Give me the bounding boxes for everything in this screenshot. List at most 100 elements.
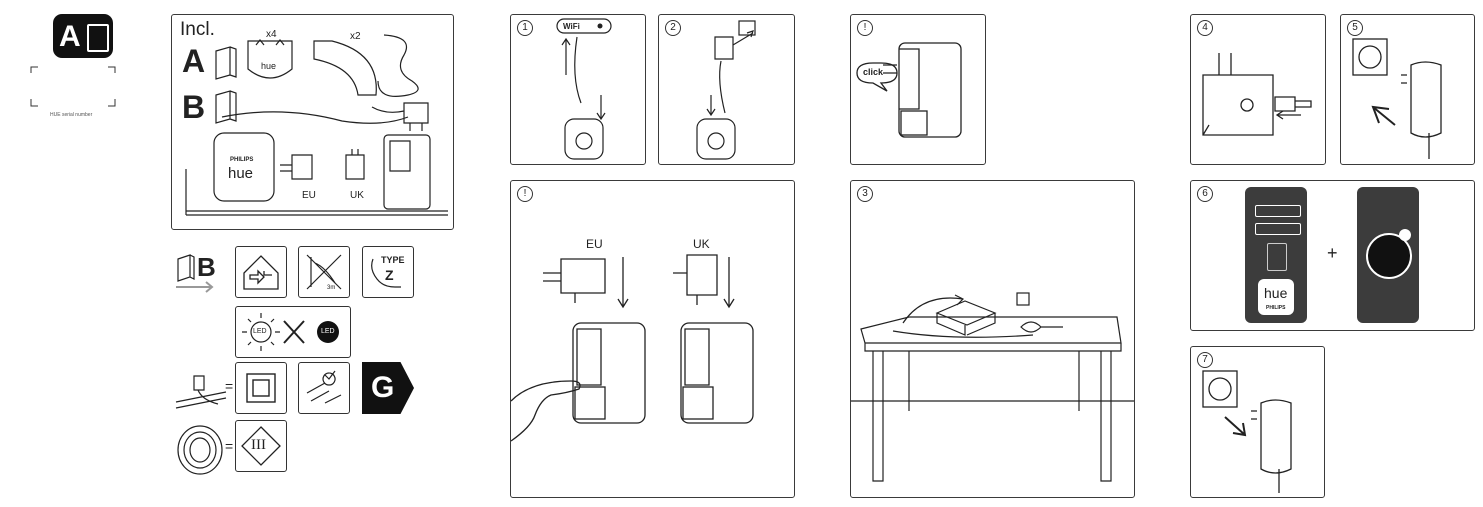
a-badge-logo: A xyxy=(53,14,113,58)
led-label-outline: LED xyxy=(253,328,267,335)
eu-plug-icon xyxy=(543,258,606,303)
step-5-number: 5 xyxy=(1347,20,1363,36)
hand-finger-icon xyxy=(511,380,581,442)
warning-plug-panel: ! EU UK xyxy=(510,180,795,498)
step-3-number: 3 xyxy=(857,186,873,202)
included-items-drawing xyxy=(185,34,448,216)
bridge-clip-label: hue xyxy=(261,61,277,71)
class-three-icon: III xyxy=(235,420,287,472)
hue-app-label: hue xyxy=(1264,285,1288,301)
hue-app-icon[interactable]: hue PHILIPS xyxy=(1258,279,1294,315)
strip-quantity: x2 xyxy=(350,31,361,42)
step-7-number: 7 xyxy=(1197,352,1213,368)
indoor-use-icon xyxy=(235,246,287,298)
class-two-icon xyxy=(235,362,287,414)
step-7-panel: 7 xyxy=(1190,346,1325,498)
energy-class-letter: G xyxy=(371,371,395,404)
symbols-letter-b: B xyxy=(197,252,216,282)
plus-sign: + xyxy=(1327,243,1338,263)
bridge-device-icon xyxy=(213,132,275,202)
cable-coil-icon xyxy=(1020,321,1063,333)
bridge-brand-small: PHILIPS xyxy=(230,157,254,163)
step-1-drawing xyxy=(556,18,612,160)
step-2-number: 2 xyxy=(665,20,681,36)
serial-caption: HUE serial number xyxy=(50,112,93,118)
plug-eu-label: EU xyxy=(302,190,316,201)
router-icon xyxy=(556,18,612,34)
step-4-drawing xyxy=(1202,53,1312,136)
download-arrow-icon xyxy=(1267,243,1287,271)
power-supply-icon xyxy=(1251,399,1292,493)
wall-socket-icon xyxy=(738,20,756,36)
led-replace-icon: LED LED xyxy=(235,306,351,358)
strip-cut-ok-icon xyxy=(298,362,350,414)
type-z-line2: Z xyxy=(385,267,394,283)
manual-b-arrow-icon xyxy=(176,254,214,293)
warning-click-panel: ! click xyxy=(850,14,986,165)
step-7-drawing xyxy=(1202,370,1292,493)
incl-title: Incl. xyxy=(180,19,215,40)
power-adapter-small-icon xyxy=(371,102,429,131)
step-5-drawing xyxy=(1352,38,1442,159)
hue-app-brand: PHILIPS xyxy=(1266,305,1286,311)
wall-socket-icon xyxy=(1352,38,1388,76)
table-icon xyxy=(860,316,1122,482)
bridge-icon xyxy=(564,118,604,160)
adapter-icon xyxy=(714,30,754,60)
equals-sign-1: = xyxy=(225,378,234,394)
phone-app-store: hue PHILIPS xyxy=(1245,187,1307,323)
click-bubble-icon xyxy=(856,62,898,92)
power-supply-icon xyxy=(383,134,431,210)
included-contents-panel: Incl. A B x4 x2 hue PHILIPS hue EU UK xyxy=(171,14,454,230)
type-z-line1: TYPE xyxy=(381,255,405,265)
strip-roll-icon xyxy=(177,425,223,475)
app-store-button[interactable] xyxy=(1255,205,1301,217)
type-z-cable-icon: TYPE Z xyxy=(362,246,414,298)
energy-class-label: G xyxy=(362,362,414,414)
warning-plug-number: ! xyxy=(517,186,533,202)
eu-adapter-body-icon xyxy=(572,322,646,424)
adapter-body-icon xyxy=(898,42,962,138)
wall-socket-icon xyxy=(1016,292,1030,306)
step-3-panel: 3 xyxy=(850,180,1135,498)
warning-click-drawing xyxy=(856,42,962,138)
phone-add-device xyxy=(1357,187,1419,323)
wall-plug-icon xyxy=(175,375,227,409)
step-1-number: 1 xyxy=(517,20,533,36)
step-3-drawing xyxy=(851,292,1134,482)
bridge-brand-large: hue xyxy=(228,165,254,182)
serial-frame xyxy=(30,66,116,107)
wall-socket-icon xyxy=(1202,370,1238,408)
power-supply-icon xyxy=(1401,61,1442,159)
step-2-panel: 2 xyxy=(658,14,795,165)
led-label-filled: LED xyxy=(321,328,335,335)
bridge-icon xyxy=(696,118,736,160)
equals-sign-2: = xyxy=(225,438,234,454)
plug-uk-label: UK xyxy=(350,190,364,201)
incl-letter-a: A xyxy=(182,43,206,79)
click-label: click xyxy=(863,67,884,77)
adapter-body-icon xyxy=(1202,74,1274,136)
warning-click-number: ! xyxy=(857,20,873,36)
connector-clip-icon xyxy=(247,40,293,79)
manual-b-icon xyxy=(215,90,237,124)
plus-badge-icon xyxy=(1399,229,1411,241)
step-4-number: 4 xyxy=(1197,20,1213,36)
ethernet-cable-icon xyxy=(574,36,582,104)
play-store-button[interactable] xyxy=(1255,223,1301,235)
step-5-panel: 5 xyxy=(1340,14,1475,165)
step-4-panel: 4 xyxy=(1190,14,1326,165)
uk-plug-adapter-icon xyxy=(345,149,365,180)
no-bathroom-icon: 3m xyxy=(298,246,350,298)
uk-adapter-body-icon xyxy=(680,322,754,424)
distance-label: 3m xyxy=(327,285,336,291)
step-1-panel: 1 WiFi xyxy=(510,14,646,165)
manual-a-icon xyxy=(215,46,237,80)
warning-plug-drawing xyxy=(511,254,754,442)
incl-letter-b: B xyxy=(182,89,206,125)
uk-label: UK xyxy=(693,237,710,251)
manual-icon xyxy=(87,24,109,52)
lightstrip-bar-icon xyxy=(185,169,448,216)
step-6-panel: 6 hue PHILIPS + xyxy=(1190,180,1475,331)
box-icon xyxy=(935,300,997,336)
